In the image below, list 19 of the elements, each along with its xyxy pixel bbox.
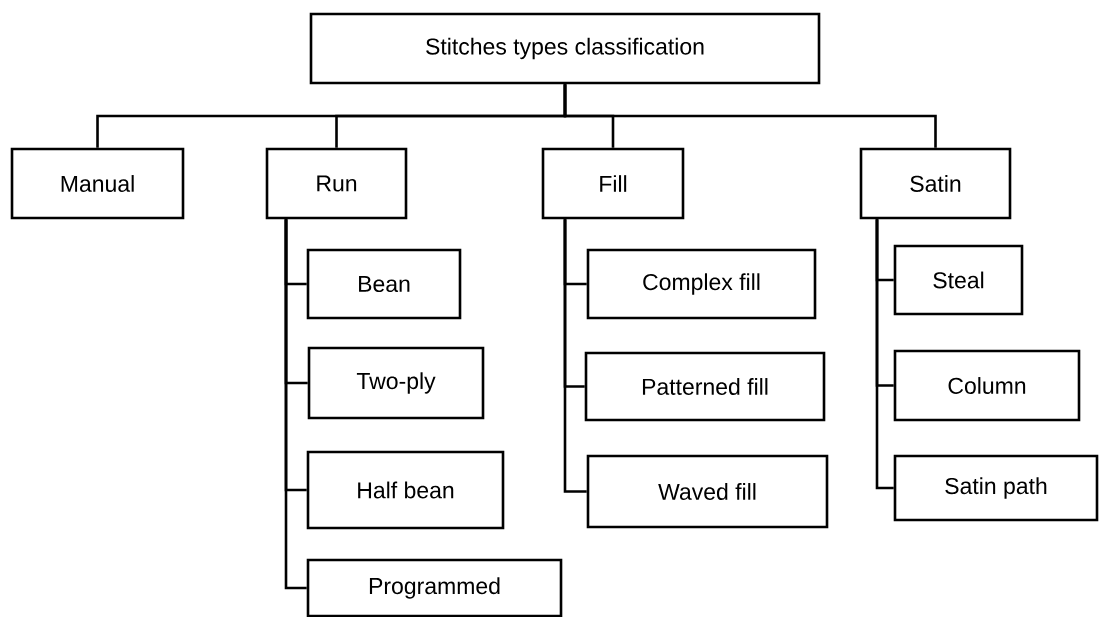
connector-line [284, 219, 307, 590]
category-box: Fill [541, 147, 685, 220]
category-box: Satin path [893, 454, 1099, 522]
category-box: Half bean [306, 450, 505, 530]
connector-line [875, 219, 894, 490]
connector-line [563, 219, 587, 493]
category-box: Patterned fill [584, 351, 826, 422]
category-box: Waved fill [586, 454, 829, 529]
category-box: Complex fill [586, 248, 817, 320]
category-box: Steal [893, 244, 1024, 316]
category-box: Programmed [306, 558, 563, 617]
connector-line [563, 84, 937, 148]
category-box: Bean [306, 248, 462, 320]
category-box: Satin [859, 147, 1012, 220]
category-box: Column [893, 349, 1081, 422]
category-box: Two-ply [307, 346, 485, 420]
category-box: Manual [10, 147, 185, 220]
category-box: Run [265, 147, 408, 220]
root-box: Stitches types classification [309, 12, 821, 85]
